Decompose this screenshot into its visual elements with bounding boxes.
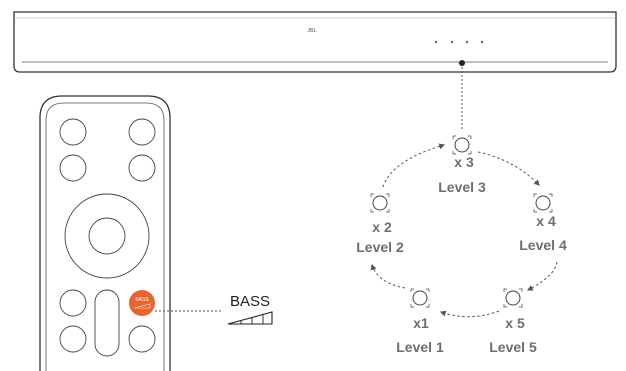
level-2-multiplier: x 2	[372, 219, 392, 235]
remote-center-button[interactable]	[88, 217, 126, 255]
bass-button[interactable]: BASS	[129, 290, 155, 316]
remote-button-lower-left[interactable]	[59, 289, 87, 317]
remote-control: BASS	[39, 95, 171, 371]
soundbar-control-buttons	[434, 40, 484, 44]
level-3-node: x 3 Level 3	[438, 135, 486, 195]
remote-button-bottom-left[interactable]	[59, 325, 87, 353]
arrow-level4-to-level5-icon	[526, 261, 558, 291]
status-led	[459, 60, 465, 66]
bass-callout-label: BASS	[230, 293, 270, 310]
level-4-multiplier: x 4	[536, 213, 556, 229]
bass-button-ramp-icon	[133, 303, 151, 309]
cycle-arrows	[370, 143, 558, 318]
remote-button-top-left[interactable]	[59, 118, 87, 146]
level-1-node: x1 Level 1	[396, 288, 444, 355]
level-5-label: Level 5	[489, 339, 537, 355]
level-2-speaker-icon	[370, 193, 390, 213]
level-5-speaker-icon	[503, 288, 523, 308]
bass-ramp-icon	[227, 311, 273, 325]
arrow-level5-to-level1-icon	[439, 310, 500, 318]
remote-button-bottom-right[interactable]	[128, 325, 156, 353]
soundbar: JBL	[13, 11, 617, 73]
level-2-label: Level 2	[356, 239, 404, 255]
level-4-label: Level 4	[519, 237, 567, 253]
bass-button-label: BASS	[135, 297, 149, 303]
level-3-label: Level 3	[438, 179, 486, 195]
level-3-speaker-icon	[452, 135, 472, 155]
remote-navigation-ring[interactable]	[64, 193, 150, 279]
level-5-node: x 5 Level 5	[489, 288, 537, 355]
level-3-multiplier: x 3	[454, 154, 474, 170]
level-cycle: x 3 Level 3 x 4 Level 4 x 5 Level 5 x1	[356, 135, 567, 355]
level-4-speaker-icon	[533, 193, 553, 213]
arrow-level2-to-level3-icon	[382, 143, 446, 188]
level-2-node: x 2 Level 2	[356, 193, 404, 255]
remote-volume-rocker[interactable]	[94, 289, 120, 357]
level-1-speaker-icon	[410, 288, 430, 308]
arrow-level3-to-level4-icon	[477, 151, 540, 186]
remote-button-second-right[interactable]	[128, 154, 156, 182]
remote-button-second-left[interactable]	[59, 154, 87, 182]
remote-button-top-right[interactable]	[128, 118, 156, 146]
level-1-multiplier: x1	[413, 315, 429, 331]
level-5-multiplier: x 5	[505, 315, 525, 331]
level-1-label: Level 1	[396, 339, 444, 355]
soundbar-brand-logo: JBL	[307, 28, 316, 34]
level-4-node: x 4 Level 4	[519, 193, 567, 253]
arrow-level1-to-level2-icon	[370, 263, 406, 289]
